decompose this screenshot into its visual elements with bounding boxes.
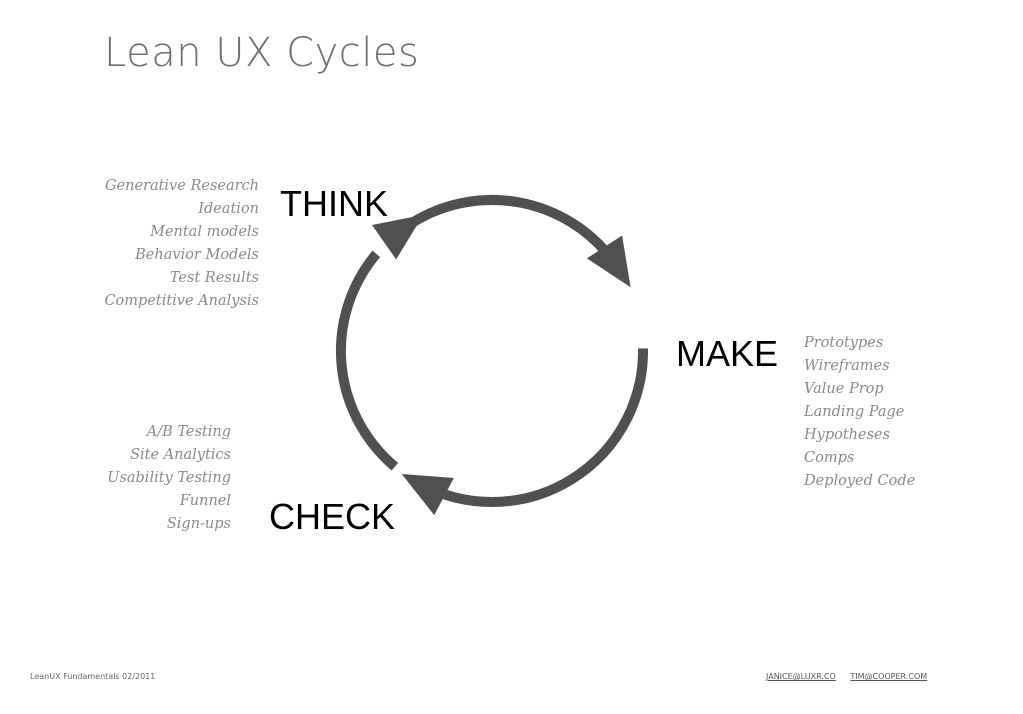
contact-link-tim[interactable]: TIM@COOPER.COM bbox=[850, 672, 928, 681]
make-item: Value Prop bbox=[804, 381, 884, 397]
check-item: Usability Testing bbox=[107, 470, 231, 486]
footer-credit: LeanUX Fundamentals 02/2011 bbox=[30, 672, 156, 681]
make-item: Wireframes bbox=[804, 358, 890, 374]
check-item: Site Analytics bbox=[130, 447, 231, 463]
think-item: Test Results bbox=[169, 270, 259, 286]
make-arrowhead bbox=[586, 235, 631, 288]
think-arrowhead bbox=[372, 214, 424, 260]
think-item: Ideation bbox=[198, 201, 259, 217]
think-item: Behavior Models bbox=[135, 247, 259, 263]
make-item: Landing Page bbox=[804, 404, 905, 420]
think-item: Mental models bbox=[150, 224, 259, 240]
think-stage-label: THINK bbox=[280, 183, 388, 224]
check-to-think-arc bbox=[335, 250, 399, 471]
make-stage-label: MAKE bbox=[676, 333, 779, 374]
think-item: Competitive Analysis bbox=[104, 293, 259, 309]
check-item: Sign-ups bbox=[166, 516, 231, 532]
think-to-make-arc bbox=[409, 195, 615, 262]
footer-contacts: JANICE@LUXR.CO TIM@COOPER.COM bbox=[766, 672, 927, 681]
check-stage-label: CHECK bbox=[269, 496, 396, 537]
make-item: Prototypes bbox=[804, 335, 884, 351]
check-arrowhead bbox=[401, 474, 454, 516]
check-item: A/B Testing bbox=[146, 424, 231, 440]
make-item: Hypotheses bbox=[804, 427, 891, 443]
make-item: Deployed Code bbox=[804, 473, 916, 489]
page-title: Lean UX Cycles bbox=[104, 30, 420, 76]
check-item: Funnel bbox=[179, 493, 231, 509]
make-to-check-arc bbox=[418, 348, 649, 507]
make-item: Comps bbox=[804, 450, 855, 466]
contact-link-janice[interactable]: JANICE@LUXR.CO bbox=[766, 672, 836, 681]
think-item: Generative Research bbox=[104, 178, 259, 194]
